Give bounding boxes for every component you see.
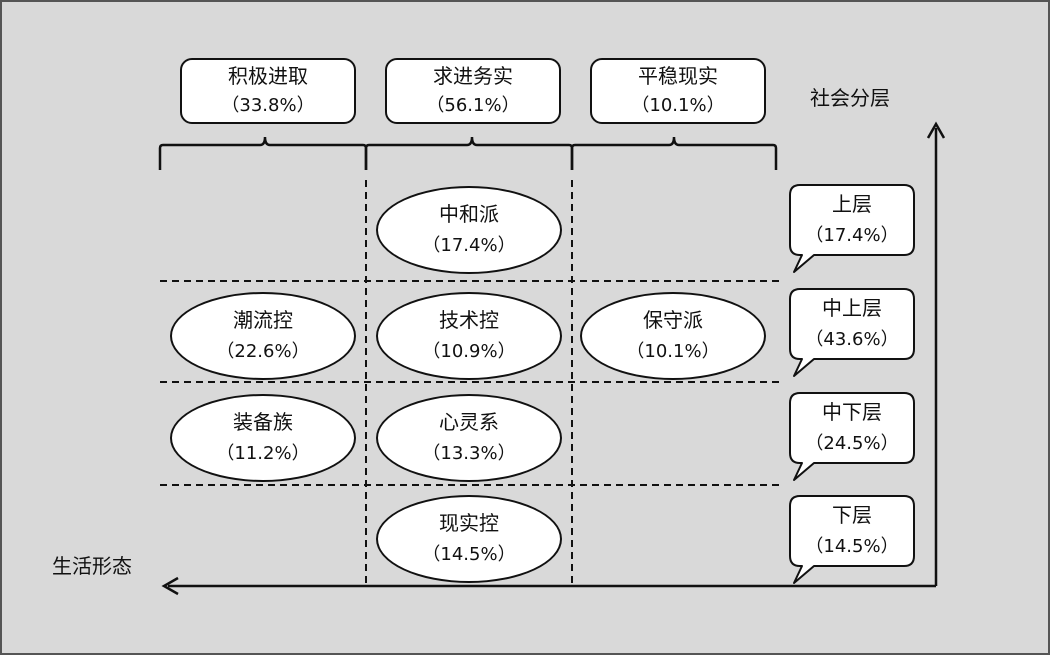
column-header-box: 积极进取 （33.8%）	[180, 58, 356, 124]
column-header-percent: （33.8%）	[221, 95, 315, 116]
column-header-name: 积极进取	[228, 64, 308, 88]
column-braces	[158, 136, 778, 170]
social-class-bubble: 下层 （14.5%）	[790, 496, 914, 566]
brace-col-1	[158, 136, 368, 170]
column-header-box: 求进务实 （56.1%）	[385, 58, 561, 124]
vertical-axis-label: 社会分层	[810, 86, 890, 110]
column-header-percent: （56.1%）	[426, 95, 520, 116]
segment-percent: （14.5%）	[422, 544, 516, 565]
segment-ellipse: 中和派 （17.4%）	[376, 186, 562, 274]
dashed-grid	[160, 180, 782, 586]
bubble-shapes	[789, 184, 915, 584]
bubble-shape-upper-middle	[789, 288, 915, 377]
segment-name: 中和派	[439, 202, 499, 226]
social-class-percent: （14.5%）	[805, 536, 899, 557]
segment-name: 装备族	[233, 410, 293, 434]
segment-percent: （10.1%）	[626, 341, 720, 362]
segment-ellipse: 保守派 （10.1%）	[580, 292, 766, 380]
segment-name: 心灵系	[439, 410, 499, 434]
segment-percent: （17.4%）	[422, 235, 516, 256]
segment-name: 保守派	[643, 308, 703, 332]
social-class-percent: （17.4%）	[805, 225, 899, 246]
bubble-shape-lower	[789, 495, 915, 584]
column-header-box: 平稳现实 （10.1%）	[590, 58, 766, 124]
segment-percent: （11.2%）	[216, 443, 310, 464]
horizontal-axis-label: 生活形态	[52, 554, 132, 578]
brace-col-2	[364, 136, 574, 170]
social-class-name: 中下层	[822, 400, 882, 424]
segment-ellipse: 技术控 （10.9%）	[376, 292, 562, 380]
social-class-name: 下层	[832, 503, 872, 527]
horizontal-axis-arrowhead	[161, 576, 179, 596]
social-class-name: 中上层	[822, 296, 882, 320]
social-class-percent: （24.5%）	[805, 433, 899, 454]
social-class-name: 上层	[832, 192, 872, 216]
segment-name: 技术控	[439, 308, 499, 332]
segment-ellipse: 心灵系 （13.3%）	[376, 394, 562, 482]
segment-ellipse: 现实控 （14.5%）	[376, 495, 562, 583]
brace-col-3	[570, 136, 778, 170]
social-class-bubble: 中下层 （24.5%）	[790, 393, 914, 463]
segment-percent: （13.3%）	[422, 443, 516, 464]
segment-ellipse: 潮流控 （22.6%）	[170, 292, 356, 380]
social-class-percent: （43.6%）	[805, 329, 899, 350]
column-header-percent: （10.1%）	[631, 95, 725, 116]
column-header-name: 求进务实	[433, 64, 513, 88]
segment-ellipse: 装备族 （11.2%）	[170, 394, 356, 482]
vertical-axis-arrowhead	[926, 121, 946, 139]
column-header-name: 平稳现实	[638, 64, 718, 88]
segment-name: 现实控	[439, 511, 499, 535]
axes	[161, 121, 946, 596]
bubble-shape-lower-middle	[789, 392, 915, 481]
bubble-shape-upper	[789, 184, 915, 273]
segment-percent: （22.6%）	[216, 341, 310, 362]
segment-percent: （10.9%）	[422, 341, 516, 362]
social-class-bubble: 上层 （17.4%）	[790, 185, 914, 255]
social-class-bubble: 中上层 （43.6%）	[790, 289, 914, 359]
segment-name: 潮流控	[233, 308, 293, 332]
